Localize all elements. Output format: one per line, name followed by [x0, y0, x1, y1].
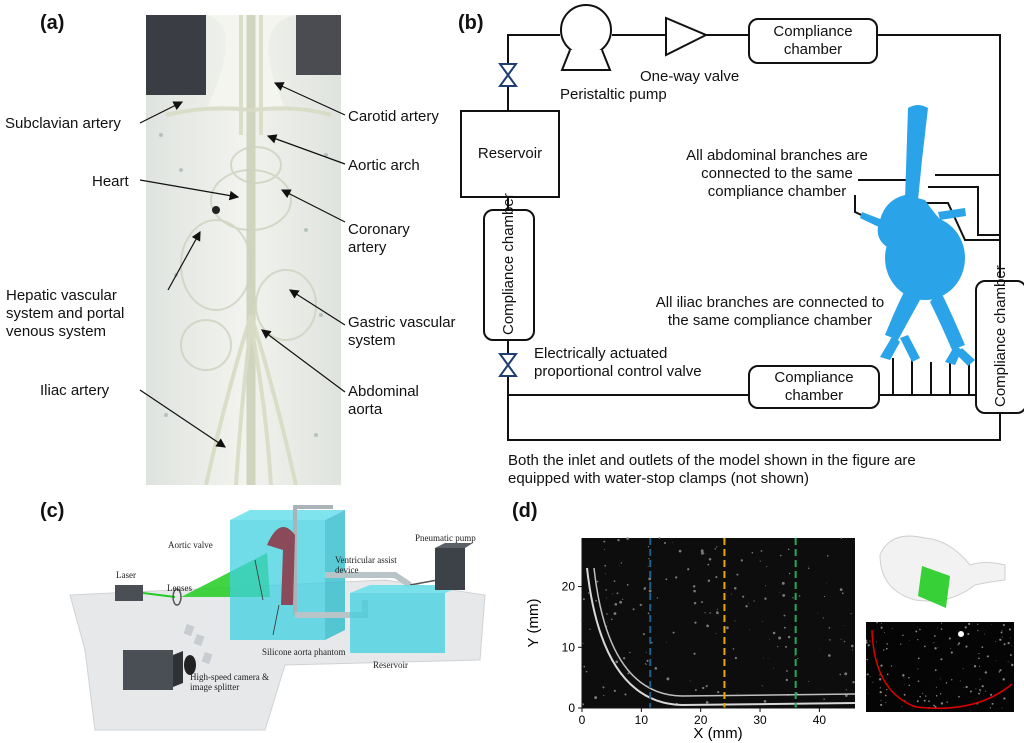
one-way-valve-icon — [665, 16, 709, 57]
panel-a-label: (a) — [40, 12, 65, 34]
aorta-phantom-icon — [267, 527, 295, 605]
measurement-lines — [649, 538, 797, 708]
control-valve-icon — [498, 353, 518, 377]
panel-d-label: (d) — [512, 500, 538, 522]
label-silicone-phantom: Silicone aorta phantom — [262, 647, 346, 657]
laser-icon — [115, 585, 143, 601]
label-iliac-branches: All iliac branches are connected to the … — [655, 294, 885, 329]
x-tick-label: 0 — [579, 713, 586, 727]
piv-image-background — [582, 538, 855, 708]
reservoir-box: Reservoir — [460, 110, 560, 198]
piv-raw-image-illustration — [866, 622, 1014, 712]
label-lenses: Lenses — [167, 583, 192, 593]
label-laser: Laser — [116, 570, 136, 580]
high-speed-camera-icon — [123, 650, 173, 690]
y-tick-label: 0 — [568, 701, 575, 715]
compliance-chamber-right-label: Compliance chamber — [992, 265, 1009, 407]
label-iliac-artery: Iliac artery — [40, 382, 110, 399]
piv-velocity-field-chart: 0 10 20 30 40 0 10 20 X (mm) Y (mm) — [525, 537, 856, 742]
label-one-way-valve: One-way valve — [640, 68, 740, 85]
label-heart: Heart — [92, 173, 129, 190]
vascular-model-illustration — [146, 15, 341, 485]
compliance-chamber-right: Compliance chamber — [975, 265, 1024, 414]
x-axis-label: X (mm) — [693, 725, 742, 742]
label-abdominal-aorta: Abdominal aorta — [348, 383, 419, 418]
x-tick-label: 40 — [813, 713, 827, 727]
y-axis-ticks: 0 10 20 — [562, 580, 582, 715]
y-axis-label: Y (mm) — [525, 599, 542, 648]
label-pneumatic-pump: Pneumatic pump — [415, 533, 476, 543]
label-aortic-arch: Aortic arch — [348, 157, 420, 174]
label-ventricular-assist: Ventricular assist device — [335, 555, 397, 575]
label-camera: High-speed camera & image splitter — [190, 672, 269, 692]
label-subclavian-artery: Subclavian artery — [5, 115, 121, 132]
label-coronary-artery: Coronary artery — [348, 221, 410, 256]
piv-raw-image-inset — [866, 622, 1014, 712]
wall-trace — [871, 629, 1013, 710]
label-peristaltic-pump: Peristaltic pump — [560, 86, 667, 103]
particle-field — [866, 622, 1014, 712]
panel-b-label: (b) — [458, 12, 484, 34]
label-reservoir-c: Reservoir — [373, 660, 408, 670]
label-hepatic: Hepatic vascular system and portal venou… — [6, 287, 125, 340]
aorta-wall-outline — [581, 537, 856, 707]
compliance-chamber-top: Compliance chamber — [748, 18, 878, 64]
reservoir-tank — [350, 593, 445, 653]
pneumatic-pump-icon — [435, 548, 465, 590]
x-tick-label: 30 — [753, 713, 767, 727]
laser-plane-icon — [918, 566, 950, 608]
peristaltic-pump-icon — [560, 4, 612, 71]
label-carotid-artery: Carotid artery — [348, 108, 439, 125]
x-tick-label: 10 — [635, 713, 649, 727]
label-aortic-valve: Aortic valve — [168, 540, 213, 550]
vascular-model-photo — [146, 15, 341, 485]
x-axis-ticks: 0 10 20 30 40 — [579, 708, 827, 727]
label-control-valve: Electrically actuated proportional contr… — [534, 345, 702, 380]
y-tick-label: 10 — [562, 640, 576, 654]
compliance-chamber-left-label: Compliance chamber — [500, 193, 517, 335]
top-valve-icon — [498, 63, 518, 87]
panel-c-label: (c) — [40, 500, 65, 522]
label-abdominal-branches: All abdominal branches are connected to … — [686, 147, 868, 200]
aorta-model-icon — [860, 105, 975, 366]
label-gastric: Gastric vascular system — [348, 314, 456, 349]
y-tick-label: 20 — [562, 580, 576, 594]
compliance-chamber-bottom: Compliance chamber — [748, 365, 880, 409]
footnote-clamps: Both the inlet and outlets of the model … — [508, 452, 916, 487]
phantom-3d-inset — [879, 535, 1006, 608]
piv-setup-illustration — [69, 505, 486, 731]
x-tick-label: 20 — [694, 713, 708, 727]
compliance-chamber-left: Compliance chamber — [483, 193, 535, 341]
